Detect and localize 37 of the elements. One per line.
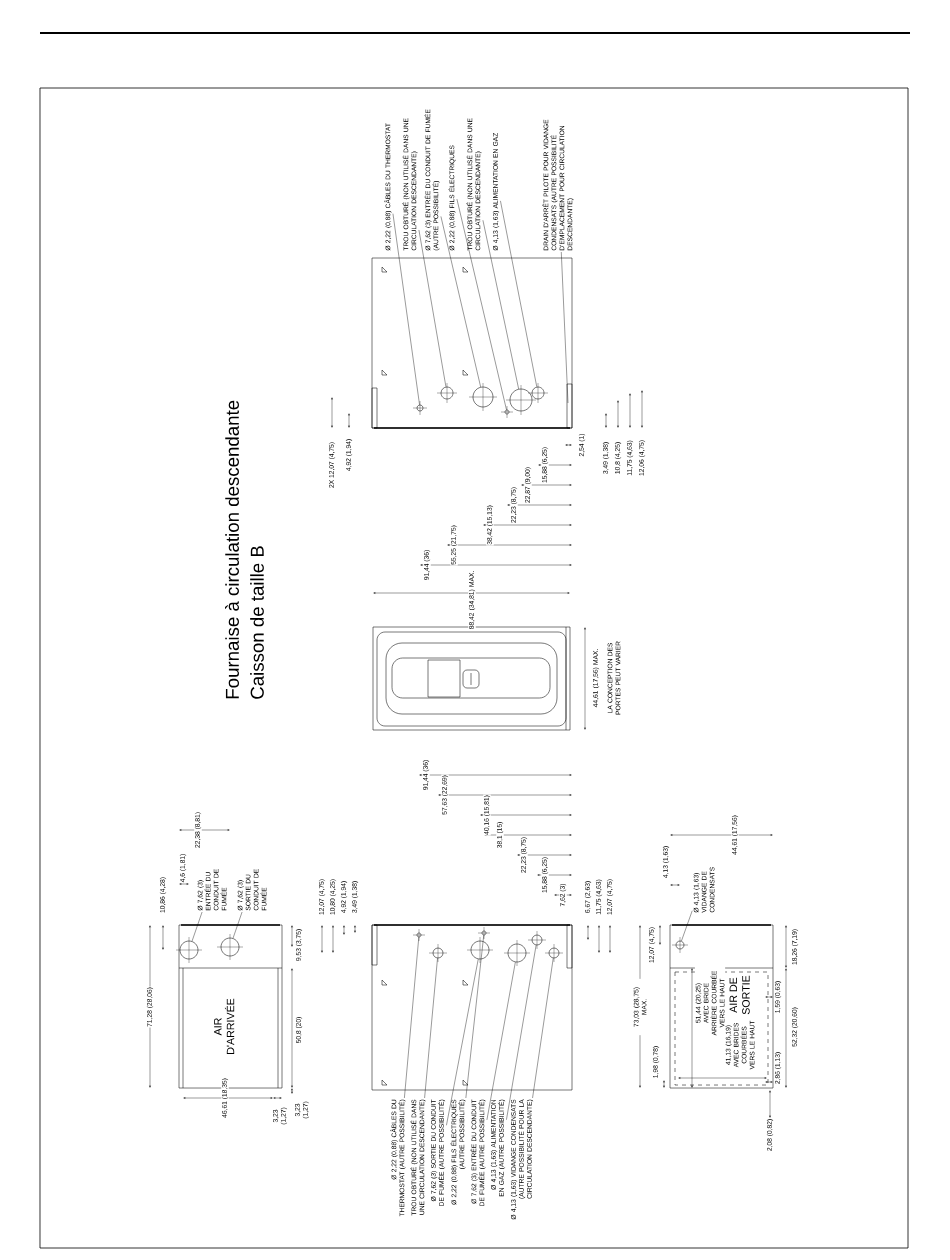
- furnace-view: [371, 257, 573, 429]
- hole: [500, 405, 514, 419]
- hole: [503, 939, 531, 967]
- hole: [671, 936, 689, 954]
- hole: [477, 926, 491, 940]
- leader-line: [424, 958, 438, 1099]
- hole: [412, 400, 428, 416]
- hole: [527, 930, 547, 950]
- hole: [544, 943, 564, 963]
- leader-line: [506, 945, 537, 1120]
- hole: [175, 936, 203, 964]
- hole: [412, 928, 426, 942]
- hole: [466, 936, 494, 964]
- title: Fournaise à circulation descendante: [225, 400, 239, 699]
- leader-line: [482, 220, 519, 390]
- furnace-view: [371, 924, 573, 1091]
- hole: [468, 382, 498, 412]
- leader-line: [561, 251, 569, 404]
- hole: [428, 943, 448, 963]
- leader-line: [500, 200, 537, 388]
- subtitle: Caisson de taille B: [250, 546, 264, 699]
- leader-line: [392, 213, 420, 405]
- hole: [527, 382, 549, 404]
- leader-line: [191, 911, 203, 942]
- leader-line: [446, 958, 479, 1126]
- leader-line: [418, 229, 447, 388]
- leader-line: [440, 216, 481, 388]
- leader-line: [404, 937, 419, 1099]
- hole: [436, 382, 458, 404]
- hole: [216, 933, 244, 961]
- leader-line: [532, 958, 554, 1099]
- leader-line: [486, 961, 516, 1121]
- leader-line: [465, 935, 484, 1099]
- leader-line: [681, 910, 693, 942]
- hole: [505, 384, 537, 416]
- leader-line: [456, 198, 507, 410]
- leader-line: [232, 911, 243, 939]
